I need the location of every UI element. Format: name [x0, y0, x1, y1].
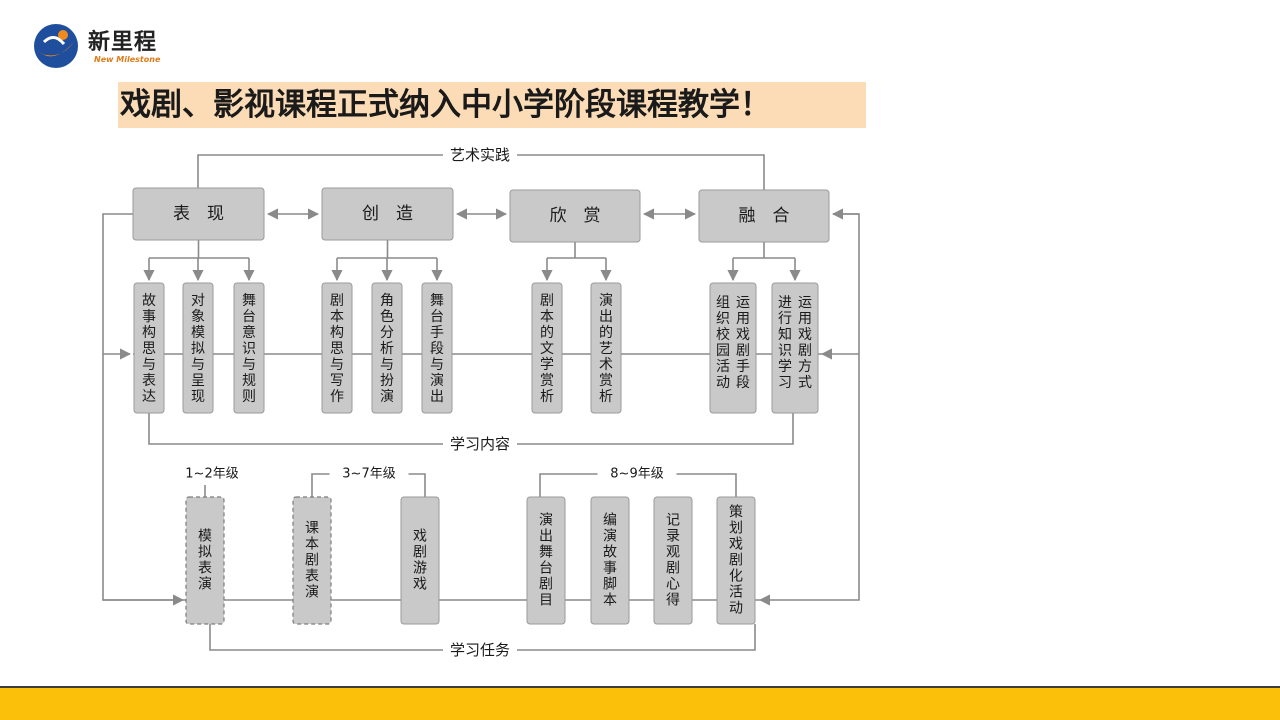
content-box-c4-0: [709, 282, 757, 414]
content-box-c4-1: [771, 282, 819, 414]
task-text-2-1: 编演故事脚本: [603, 512, 617, 608]
middle-label: 学习内容: [450, 435, 510, 453]
task-box-1-0: [292, 496, 332, 625]
page-title: 戏剧、影视课程正式纳入中小学阶段课程教学！: [120, 87, 771, 123]
content-text-c1-0: 故事构思与表达: [142, 293, 156, 405]
middle-label-bg: [443, 433, 517, 455]
task-box-2-1: [590, 496, 630, 625]
grade-label-0-bg: [172, 464, 252, 484]
category-label-c2: 创 造: [362, 204, 413, 224]
task-text-0-0: 模拟表演: [198, 528, 212, 592]
right-loop-line: [758, 213, 860, 606]
task-text-1-1: 戏剧游戏: [413, 528, 427, 592]
grade-label-1: 3~7年级: [342, 467, 395, 482]
task-text-2-2: 记录观剧心得: [666, 512, 680, 608]
content-text-c3-0: 剧本的文学赏析: [540, 293, 554, 405]
title-band: 戏剧、影视课程正式纳入中小学阶段课程教学！: [118, 82, 866, 128]
category-box-c1: [132, 187, 265, 241]
task-text-2-0: 演出舞台剧目: [539, 512, 553, 608]
content-box-c2-0: [321, 282, 353, 414]
category-box-c2: [321, 187, 454, 241]
grade-label-2-bg: [597, 464, 677, 484]
task-text-1-0: 课本剧表演: [305, 520, 319, 600]
top-label-bg: [443, 144, 517, 166]
bottom-label: 学习任务: [450, 641, 510, 659]
logo-mark-icon: [34, 24, 78, 68]
content-box-c2-1: [371, 282, 403, 414]
content-box-c3-0: [531, 282, 563, 414]
task-text-2-3: 策划戏剧化活动: [729, 503, 743, 616]
category-box-c3: [509, 189, 641, 243]
content-text-c3-1: 演出的艺术赏析: [599, 293, 613, 405]
task-box-1-1: [400, 496, 440, 625]
task-box-0-0: [185, 496, 225, 625]
content-box-c1-0: [133, 282, 165, 414]
category-label-c1: 表 现: [173, 204, 224, 224]
brand-name: 新里程: [88, 30, 158, 55]
content-box-c3-1: [590, 282, 622, 414]
content-text-c4-1-b: 进行知识学习: [778, 295, 792, 391]
category-box-c4: [698, 189, 830, 243]
content-text-c1-1: 对象模拟与呈现: [191, 293, 205, 405]
content-box-c1-1: [182, 282, 214, 414]
task-box-2-3: [716, 496, 756, 625]
content-box-c2-2: [421, 282, 453, 414]
footer-divider: [0, 686, 1280, 688]
bottom-label-bg: [443, 639, 517, 661]
grade-label-1-bg: [329, 464, 409, 484]
grade-label-2: 8~9年级: [610, 467, 663, 482]
content-text-c4-1-a: 运用戏剧方式: [798, 295, 812, 391]
category-label-c3: 欣 赏: [550, 206, 601, 226]
content-text-c2-1: 角色分析与扮演: [380, 293, 394, 405]
content-box-c1-2: [233, 282, 265, 414]
content-text-c2-0: 剧本构思与写作: [330, 293, 344, 405]
footer-bar: [0, 688, 1280, 720]
content-text-c2-2: 舞台手段与演出: [430, 293, 444, 405]
content-text-c4-0-b: 组织校园活动: [716, 295, 730, 391]
content-text-c1-2: 舞台意识与规则: [242, 293, 256, 405]
task-box-2-2: [653, 496, 693, 625]
content-text-c4-0-a: 运用戏剧手段: [736, 295, 750, 391]
category-label-c4: 融 合: [739, 206, 790, 226]
brand-subtitle: New Milestone: [94, 55, 161, 64]
diagram-boxes: [132, 187, 830, 625]
top-label: 艺术实践: [450, 146, 510, 164]
task-box-2-0: [526, 496, 566, 625]
grade-label-0: 1~2年级: [185, 467, 238, 482]
